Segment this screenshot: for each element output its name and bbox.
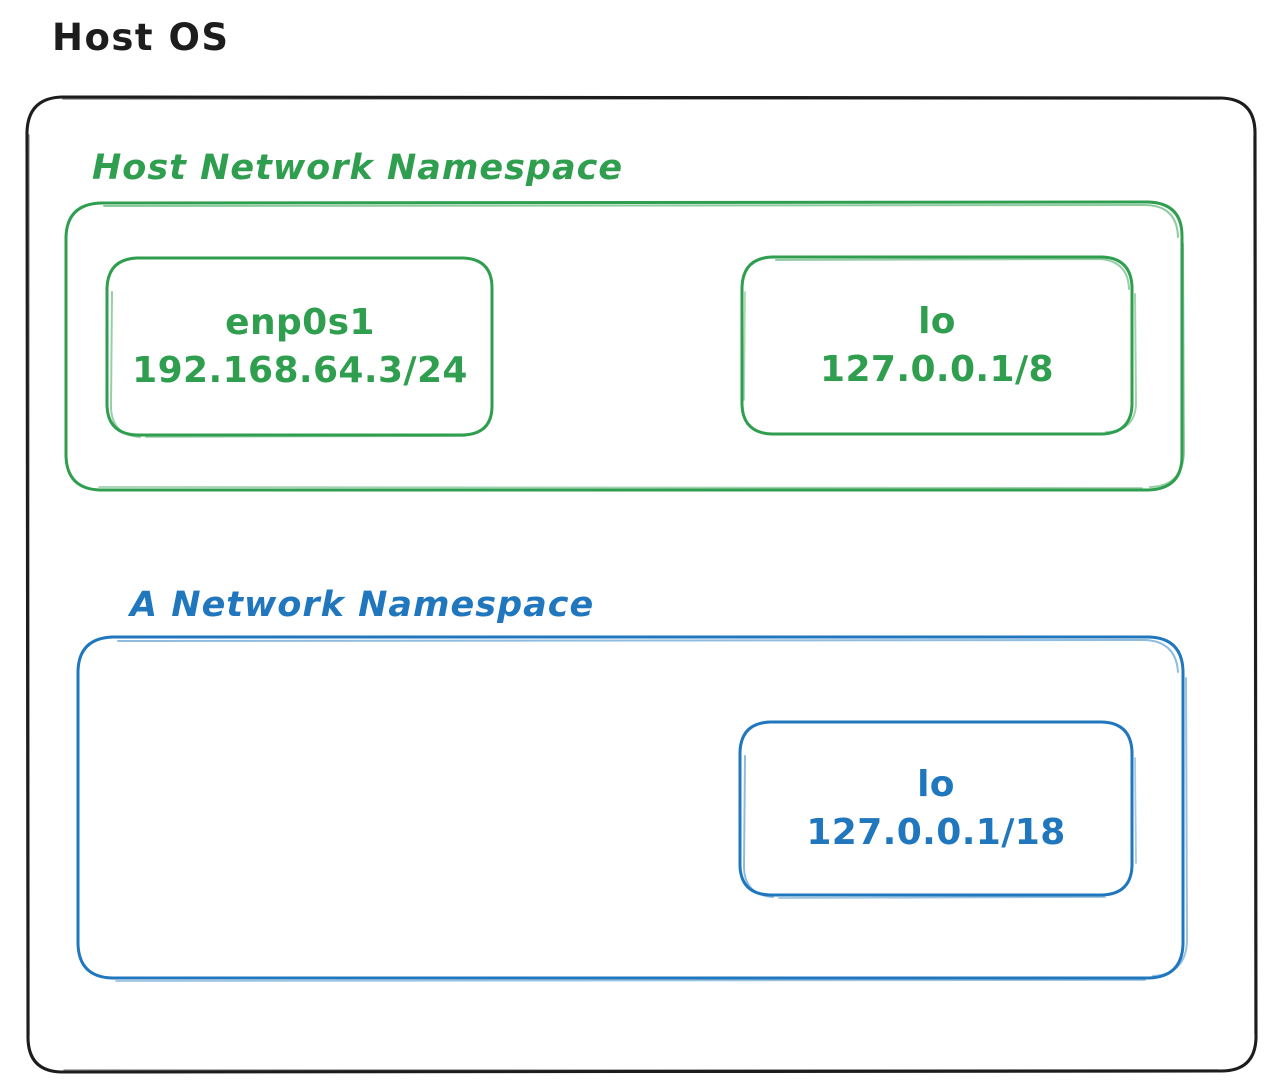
interface-host-lo: lo 127.0.0.1/8 [742, 257, 1132, 435]
interface-address: 127.0.0.1/18 [806, 812, 1066, 853]
a-network-namespace-title: A Network Namespace [130, 585, 595, 625]
page-title: Host OS [52, 16, 230, 59]
interface-enp0s1: enp0s1 192.168.64.3/24 [107, 258, 493, 436]
host-network-namespace-title: Host Network Namespace [92, 148, 624, 188]
interface-name: lo [917, 764, 955, 806]
interface-name: lo [918, 301, 956, 343]
interface-name: enp0s1 [225, 302, 375, 344]
interface-address: 192.168.64.3/24 [132, 350, 468, 391]
interface-address: 127.0.0.1/8 [820, 349, 1054, 390]
interface-ns-lo: lo 127.0.0.1/18 [740, 722, 1132, 896]
